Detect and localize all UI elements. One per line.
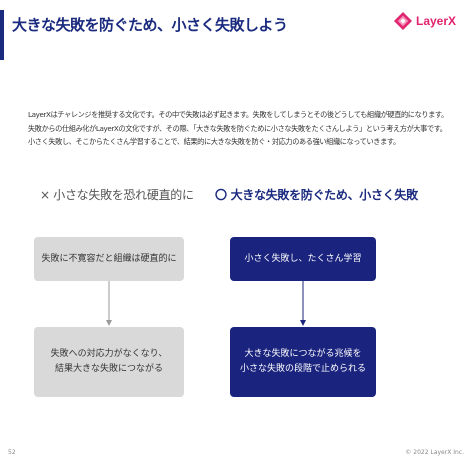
layerx-diamond-icon — [394, 12, 412, 30]
box-text: 小さな失敗の段階で止められる — [239, 364, 366, 374]
copyright: © 2022 LayerX Inc. — [405, 449, 464, 456]
box-text: 結果大きな失敗につながる — [54, 364, 163, 374]
right-box-bottom: 大きな失敗につながる兆候を 小さな失敗の段階で止められる — [230, 327, 376, 397]
logo-text: LayerX — [416, 14, 457, 28]
box-text: 失敗への対応力がなくなり、 — [50, 349, 168, 359]
left-box-top: 失敗に不寛容だと組織は硬直的に — [34, 237, 184, 281]
down-arrow-icon — [300, 281, 306, 326]
title-accent-bar — [0, 10, 4, 60]
intro-line: LayerXはチャレンジを推奨する文化です。その中で失敗は必ず起きます。失敗をし… — [28, 110, 448, 119]
page-number: 52 — [8, 449, 16, 456]
layerx-logo: LayerX — [394, 12, 456, 30]
right-box-top: 小さく失敗し、たくさん学習 — [230, 237, 376, 281]
intro-paragraph: LayerXはチャレンジを推奨する文化です。その中で失敗は必ず起きます。失敗をし… — [28, 108, 458, 149]
left-box-bottom: 失敗への対応力がなくなり、 結果大きな失敗につながる — [34, 327, 184, 397]
intro-line: 失敗からの仕組み化がLayerXの文化ですが、その際、「大きな失敗を防ぐために小… — [28, 123, 447, 133]
right-column-heading: 〇 大きな失敗を防ぐため、小さく失敗 — [215, 188, 418, 202]
down-arrow-icon — [106, 281, 112, 326]
box-text: 失敗に不寛容だと組織は硬直的に — [41, 253, 177, 264]
intro-line: 小さく失敗し、そこからたくさん学習することで、結果的に大きな失敗を防ぐ・対応力の… — [28, 137, 400, 146]
left-column-heading: × 小さな失敗を恐れ硬直的に — [40, 188, 194, 202]
box-text: 大きな失敗につながる兆候を — [244, 349, 362, 359]
box-text: 小さく失敗し、たくさん学習 — [244, 253, 362, 264]
slide-title: 大きな失敗を防ぐため、小さく失敗しよう — [12, 16, 288, 34]
